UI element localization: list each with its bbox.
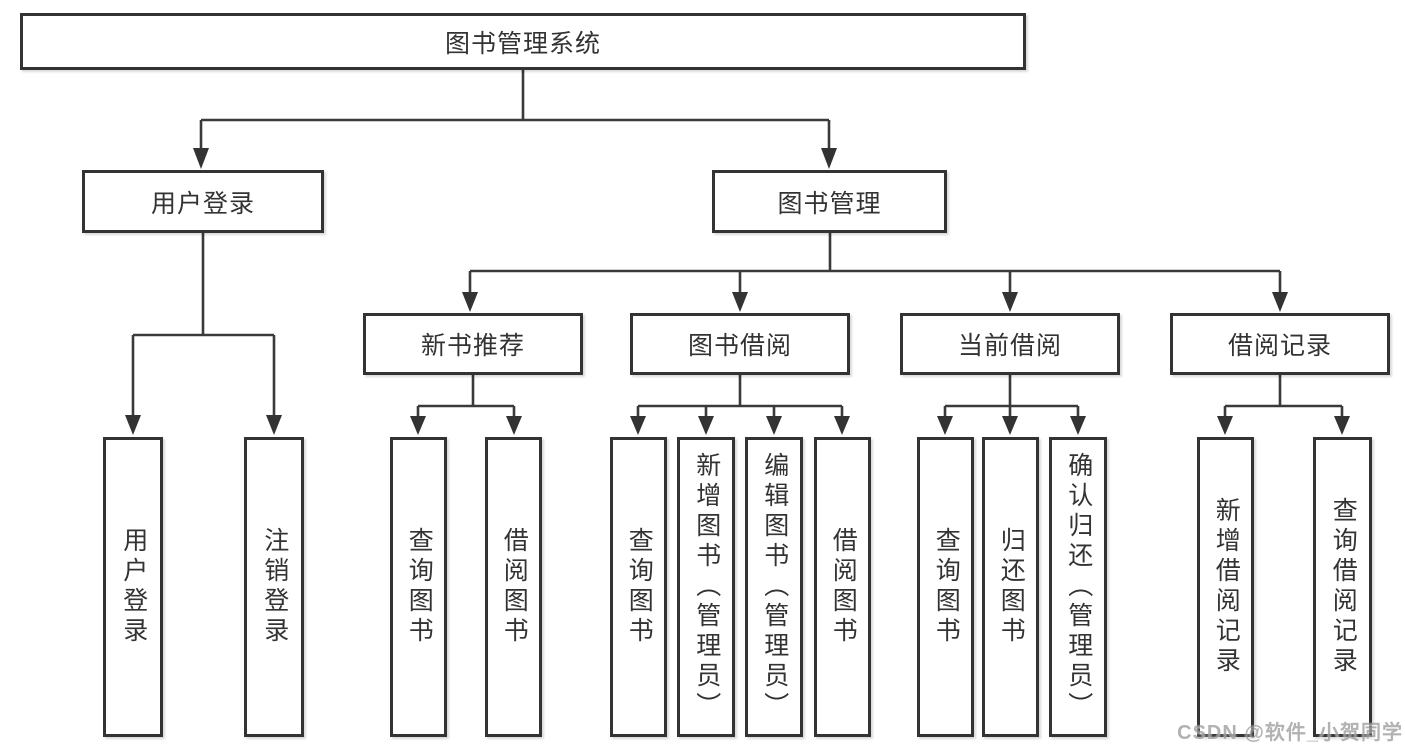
node-book-management: 图书管理 xyxy=(712,170,947,233)
node-book-borrowing: 图书借阅 xyxy=(630,313,850,375)
edge-newbooks-to-leaves xyxy=(416,375,516,419)
arrow-down-icon xyxy=(1002,292,1018,312)
node-library-system: 图书管理系统 xyxy=(20,13,1026,70)
arrow-down-icon xyxy=(834,416,850,435)
arrow-down-icon xyxy=(1217,416,1233,435)
arrow-down-icon xyxy=(1002,416,1018,435)
arrow-down-icon xyxy=(125,415,141,435)
arrow-down-icon xyxy=(266,415,282,435)
node-borrow-books-newbooks: 借阅图书 xyxy=(485,437,542,737)
node-return-books: 归还图书 xyxy=(982,437,1039,737)
edge-currentborrow-to-leaves xyxy=(943,375,1080,419)
arrow-down-icon xyxy=(937,416,953,435)
node-borrowing-records: 借阅记录 xyxy=(1170,313,1390,375)
node-query-borrow-record: 查询借阅记录 xyxy=(1313,437,1372,737)
arrow-down-icon xyxy=(630,416,646,435)
arrow-down-icon xyxy=(462,292,478,312)
node-borrow-books-borrow: 借阅图书 xyxy=(814,437,871,737)
node-edit-books-admin: 编辑图书（管理员） xyxy=(745,437,803,737)
arrow-down-icon xyxy=(410,416,426,435)
arrow-down-icon xyxy=(193,148,209,169)
arrow-down-icon xyxy=(506,416,522,435)
arrow-down-icon xyxy=(766,416,782,435)
edge-userlogin-to-leaves xyxy=(131,233,276,417)
node-query-books-current: 查询图书 xyxy=(917,437,974,737)
node-user-login: 用户登录 xyxy=(82,170,324,233)
node-query-books-newbooks: 查询图书 xyxy=(390,437,447,737)
arrowheads xyxy=(125,148,1350,435)
arrow-down-icon xyxy=(698,416,714,435)
edge-bookborrow-to-leaves xyxy=(636,375,844,419)
node-confirm-return-admin: 确认归还（管理员） xyxy=(1049,437,1107,737)
node-add-borrow-record: 新增借阅记录 xyxy=(1197,437,1254,737)
arrow-down-icon xyxy=(1070,416,1086,435)
node-current-borrowing: 当前借阅 xyxy=(900,313,1120,375)
arrow-down-icon xyxy=(732,292,748,312)
edge-records-to-leaves xyxy=(1223,375,1344,419)
arrow-down-icon xyxy=(821,148,837,169)
connector-edges xyxy=(131,70,1344,419)
arrow-down-icon xyxy=(1272,292,1288,312)
edge-root-to-level2 xyxy=(199,70,831,151)
edge-bookmgmt-to-level3 xyxy=(468,233,1282,294)
node-add-books-admin: 新增图书（管理员） xyxy=(677,437,735,737)
node-new-book-recommend: 新书推荐 xyxy=(363,313,583,375)
node-logout-action: 注销登录 xyxy=(244,437,304,737)
node-login-action: 用户登录 xyxy=(103,437,163,737)
arrow-down-icon xyxy=(1334,416,1350,435)
node-query-books-borrow: 查询图书 xyxy=(610,437,667,737)
